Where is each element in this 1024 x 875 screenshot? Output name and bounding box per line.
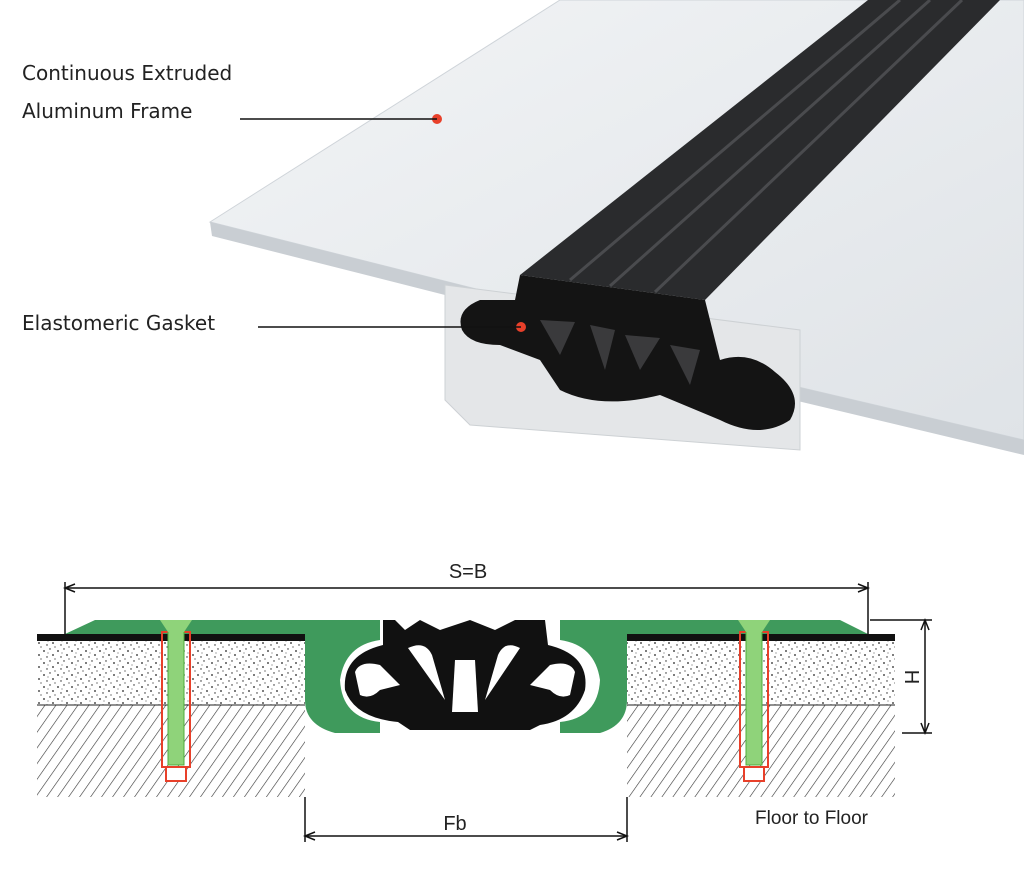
anchor-screw-left: [160, 620, 192, 782]
frame-label-line1: Continuous Extruded: [22, 61, 232, 85]
frame-left: [65, 620, 380, 733]
cross-section: [37, 620, 895, 797]
gasket-label: Elastomeric Gasket: [22, 311, 215, 335]
anchor-screw-right: [738, 620, 770, 782]
height-label: H: [900, 670, 922, 684]
floor-to-floor-note: Floor to Floor: [755, 808, 869, 829]
gasket-profile: [460, 275, 795, 430]
frame-right: [560, 620, 868, 733]
gasket-section-voids: [355, 645, 575, 712]
dimension-lines: [62, 582, 932, 842]
gasket-ribs: [569, 0, 964, 294]
gasket-voids: [540, 320, 700, 385]
gap-label: Fb: [443, 813, 466, 835]
frame-label-line2: Aluminum Frame: [22, 99, 192, 123]
width-label: S=B: [449, 561, 487, 583]
frame-3d-illustration: [208, 0, 1024, 455]
